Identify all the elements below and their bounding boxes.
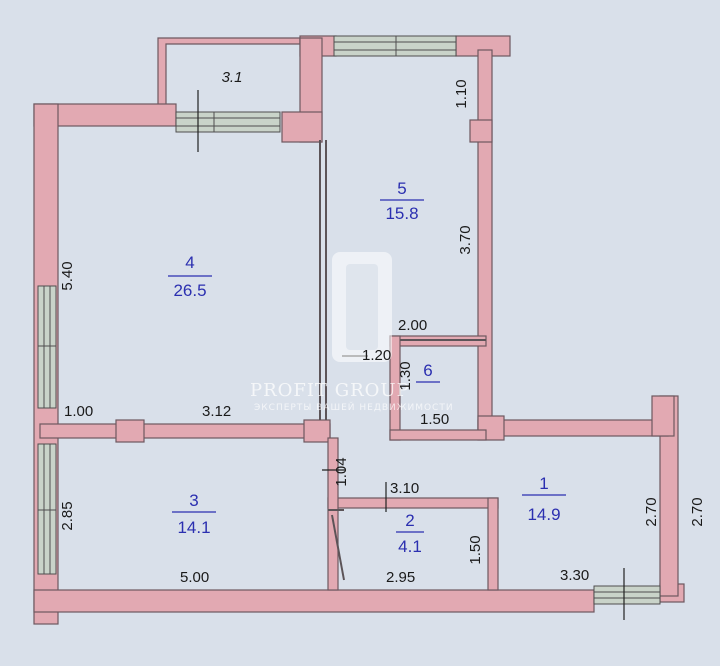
windows — [37, 35, 661, 605]
balcony-area: 3.1 — [222, 69, 243, 86]
room2-number: 2 — [405, 511, 414, 530]
room4-area: 26.5 — [173, 281, 206, 300]
dim-room4-bottom: 3.12 — [202, 403, 231, 420]
watermark-tagline: ЭКСПЕРТЫ ВАШЕЙ НЕДВИЖИМОСТИ — [254, 401, 454, 413]
room2-area: 4.1 — [398, 537, 422, 556]
watermark-brand: PROFIT GROUP — [250, 380, 410, 401]
room1-top-wall — [477, 419, 669, 437]
dim-room3-height: 2.85 — [59, 501, 76, 530]
room3-right-wall — [327, 437, 339, 591]
room2-right-wall — [487, 497, 499, 591]
center-column-base — [281, 111, 323, 143]
window-room4-top — [175, 111, 281, 133]
dim-room1-height-outer: 2.70 — [689, 497, 706, 526]
room5-right-wall — [477, 49, 493, 439]
room1-corner — [651, 395, 675, 437]
window-room3-left — [37, 443, 57, 575]
dim-room3-width: 5.00 — [180, 569, 209, 586]
room3-number: 3 — [189, 491, 198, 510]
dimension-labels: 1.10 3.70 5.40 1.00 3.12 1.04 2.85 5.00 … — [59, 79, 706, 586]
room3-area: 14.1 — [177, 518, 210, 537]
dim-room5-height: 3.70 — [457, 225, 474, 254]
dim-room6-top: 2.00 — [398, 317, 427, 334]
dim-room6-width: 1.50 — [420, 411, 449, 428]
partitions — [319, 140, 486, 581]
room-labels: 4 26.5 5 15.8 3 14.1 1 14.9 2 4.1 6 — [168, 179, 566, 556]
dimension-ticks — [197, 90, 625, 620]
dim-room6-left-a: 1.20 — [362, 347, 391, 364]
dim-balcony-right: 1.10 — [453, 79, 470, 108]
watermark: PROFIT GROUP ЭКСПЕРТЫ ВАШЕЙ НЕДВИЖИМОСТИ — [250, 252, 454, 413]
dim-room2-height: 1.50 — [467, 535, 484, 564]
bottom-wall — [33, 589, 595, 613]
dim-room2-width: 2.95 — [386, 569, 415, 586]
dim-corridor-width: 1.04 — [333, 457, 350, 486]
dim-room6-left-b: 1.30 — [397, 361, 414, 390]
dim-room1-height-inner: 2.70 — [643, 497, 660, 526]
window-room4-left — [37, 285, 57, 409]
dim-room4-left-bottom: 1.00 — [64, 403, 93, 420]
room1-number: 1 — [539, 474, 548, 493]
room5-right-pier — [469, 119, 493, 143]
dim-room1-bottom: 3.30 — [560, 567, 589, 584]
window-room5 — [333, 35, 457, 57]
room5-number: 5 — [397, 179, 406, 198]
dim-room2-top: 3.10 — [390, 480, 419, 497]
room6-number: 6 — [423, 361, 432, 380]
wall-pier-b — [303, 419, 331, 443]
window-room1-bottom — [593, 585, 661, 605]
wall-pier-a — [115, 419, 145, 443]
room4-room3-wall — [39, 423, 331, 439]
dim-room4-height: 5.40 — [59, 261, 76, 290]
room6-wall-bottom — [389, 429, 487, 441]
room5-area: 15.8 — [385, 204, 418, 223]
room4-number: 4 — [185, 253, 194, 272]
room2-top-wall — [327, 497, 499, 509]
room1-area: 14.9 — [527, 505, 560, 524]
